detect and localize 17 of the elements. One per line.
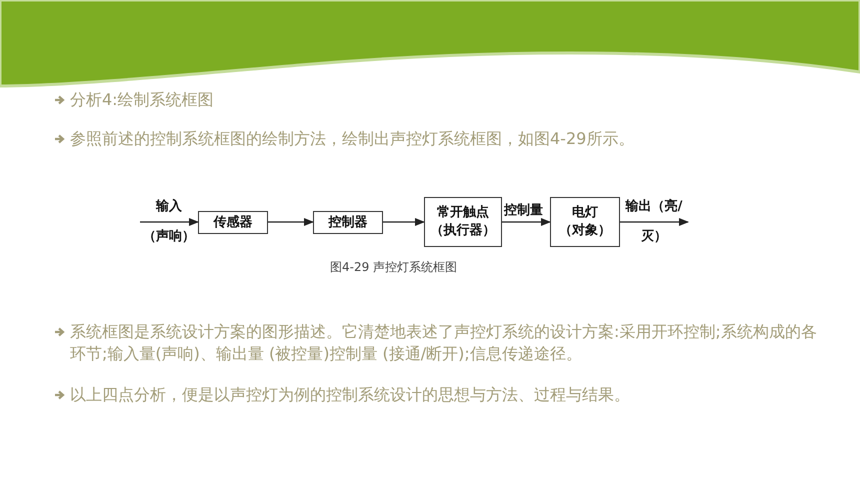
- block-box: 电灯（对象）: [550, 197, 620, 247]
- arrow: [268, 218, 314, 226]
- edge-label: 控制量: [504, 203, 543, 219]
- bullet-text: 以上四点分析，便是以声控灯为例的控制系统设计的思想与方法、过程与结果。: [70, 384, 631, 406]
- bullet-text: 系统框图是系统设计方案的图形描述。它清楚地表述了声控灯系统的设计方案:采用开环控制;系统构成的各环节;输入量(声响)、输出量 (被控量)控制量 (接通/断开);信息传递途径。: [70, 321, 818, 365]
- bullet-text: 参照前述的控制系统框图的绘制方法，绘制出声控灯系统框图，如图4-29所示。: [70, 128, 636, 150]
- block-box: 控制器: [313, 211, 383, 234]
- edge-label: 输出（亮/灭）: [624, 198, 684, 246]
- edge-label: 输入（声响）: [142, 198, 196, 246]
- arrow: [383, 218, 425, 226]
- block-box: 常开触点（执行器）: [424, 197, 502, 247]
- arrow: [140, 218, 199, 226]
- arrow: [502, 218, 551, 226]
- arrow: [620, 218, 689, 226]
- figure-caption: 图4-29 声控灯系统框图: [330, 259, 458, 276]
- bullet-text: 分析4:绘制系统框图: [70, 89, 215, 111]
- block-box: 传感器: [198, 211, 268, 234]
